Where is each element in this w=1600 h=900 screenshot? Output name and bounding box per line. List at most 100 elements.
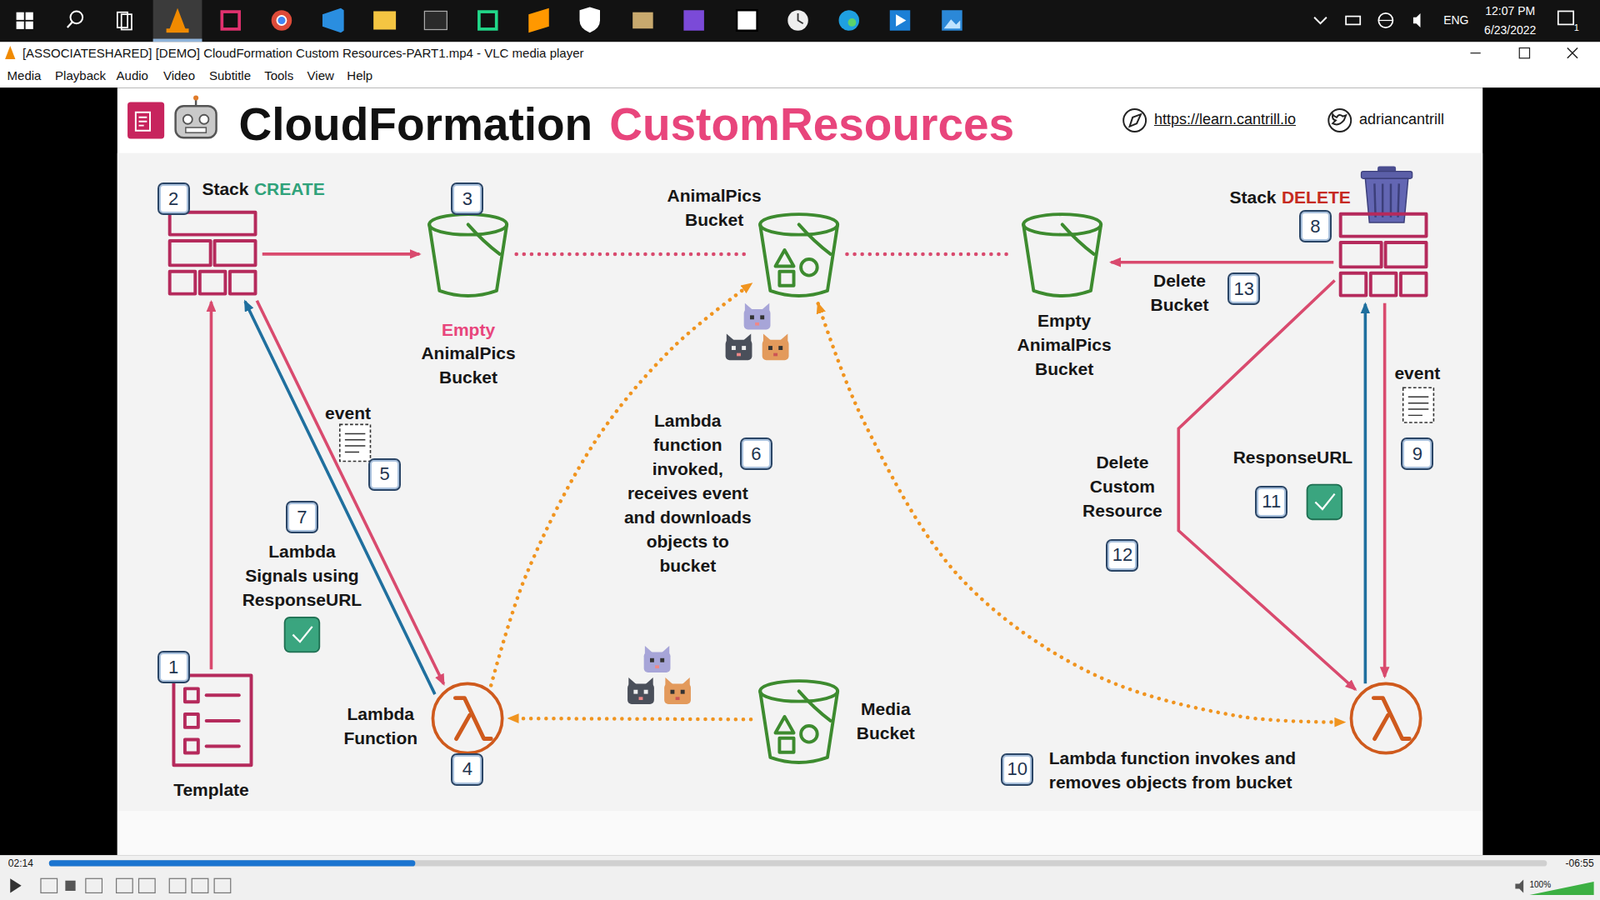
icon-shape xyxy=(429,214,507,296)
slide-logo xyxy=(127,95,217,139)
template-line xyxy=(205,745,239,749)
template-node: Template xyxy=(150,673,273,802)
edge-label: ResponseURL xyxy=(1233,445,1354,470)
template-box xyxy=(185,714,199,728)
lambda-circle xyxy=(432,683,502,753)
stack-cell xyxy=(1370,273,1397,296)
template-icon xyxy=(171,673,254,768)
player-controls xyxy=(0,855,1600,900)
menu-item: Tools xyxy=(264,68,294,84)
link-icons xyxy=(1123,109,1351,132)
node-label: AnimalPics Bucket xyxy=(396,340,540,390)
bucket-square xyxy=(779,271,794,286)
tray-text: ENG xyxy=(1443,13,1469,28)
bucket-body xyxy=(1023,224,1101,296)
template-line xyxy=(205,694,239,698)
callout-number: 1 xyxy=(157,650,190,684)
callout-number: 10 xyxy=(1000,753,1034,786)
lambda-circle xyxy=(1350,683,1420,753)
node-label: Template xyxy=(150,777,273,802)
menu-item: Playback xyxy=(55,68,106,84)
callout-number: 6 xyxy=(740,437,773,470)
dotted-connector xyxy=(846,252,1014,257)
node-label: Media Bucket xyxy=(835,696,937,745)
icon-shape xyxy=(169,212,255,295)
bucket-icon xyxy=(755,209,843,300)
bucket-circle xyxy=(800,259,818,276)
stack-icon xyxy=(166,209,259,297)
callout-number: 9 xyxy=(1400,437,1434,470)
stack-cell xyxy=(169,271,195,295)
lambda-node: Lambda Function xyxy=(330,681,505,755)
clock-date: 6/23/2022 xyxy=(1484,23,1536,38)
arrow-connector xyxy=(1110,260,1334,265)
bucket-icon xyxy=(755,675,843,766)
icon-shape xyxy=(1340,214,1427,296)
node-label: Empty xyxy=(396,317,540,342)
bucket-node: AnimalPics Bucket xyxy=(648,183,844,299)
node-label: CREATE xyxy=(254,176,325,201)
menu-item: Video xyxy=(163,68,195,84)
callout-number: 8 xyxy=(1299,210,1332,243)
stack-cell xyxy=(1340,242,1382,267)
node-label: Stack xyxy=(201,176,249,201)
notification-count: 1 xyxy=(1574,22,1580,34)
template-box xyxy=(185,689,199,703)
edge-label: Delete Bucket xyxy=(1136,268,1223,317)
bucket-node: EmptyAnimalPics Bucket xyxy=(396,209,540,390)
template-line xyxy=(205,719,239,723)
bucket-handle xyxy=(799,690,831,721)
stack-cell xyxy=(214,240,255,265)
arrow-connector xyxy=(1383,303,1387,677)
callout-number: 2 xyxy=(157,182,190,215)
bucket-square xyxy=(779,737,794,752)
edge-label: event xyxy=(1394,360,1440,385)
lambda-glyph xyxy=(455,698,491,740)
bucket-circle xyxy=(800,725,818,743)
bucket-handle xyxy=(1062,224,1095,255)
bucket-node: Media Bucket xyxy=(755,675,937,766)
stack-icon xyxy=(1337,210,1430,299)
menu-item: Media xyxy=(7,68,42,84)
lambda-icon xyxy=(430,681,505,755)
callout-number: 3 xyxy=(450,182,484,215)
template-frame xyxy=(173,675,251,766)
node-label: DELETE xyxy=(1281,185,1351,210)
node-label: Stack xyxy=(1230,185,1277,210)
bucket-body xyxy=(760,690,838,763)
stack-cell xyxy=(199,271,225,295)
bucket-node: Empty AnimalPics Bucket xyxy=(998,209,1131,381)
lambda-icon xyxy=(1349,681,1423,755)
dotted-connector xyxy=(818,303,1345,722)
icon-shape xyxy=(173,675,251,766)
menu-item: View xyxy=(307,68,335,84)
node-label: Empty AnimalPics Bucket xyxy=(998,308,1131,381)
window-title-bar xyxy=(0,41,1600,88)
twitter-handle: adriancantrill xyxy=(1359,110,1445,129)
remaining-time: -06:55 xyxy=(1565,857,1595,870)
callout-number: 12 xyxy=(1105,539,1139,572)
node-label: Lambda function invokes and removes obje… xyxy=(1049,745,1330,795)
stack-cell xyxy=(1385,242,1427,267)
arrow-connector xyxy=(245,301,435,695)
volume-level: 100% xyxy=(1530,880,1552,890)
check-icon xyxy=(285,485,1343,653)
dotted-connector xyxy=(509,718,751,720)
bucket-body xyxy=(429,224,507,296)
callout-number: 13 xyxy=(1227,272,1260,305)
callout-number: 4 xyxy=(450,753,484,786)
menu-item: Help xyxy=(346,68,373,84)
callout-number: 5 xyxy=(368,458,401,491)
arrow-connector xyxy=(1364,304,1368,685)
cat-pictures xyxy=(627,303,789,705)
menu-item: Audio xyxy=(116,68,149,84)
edge-label: Delete Custom Resource xyxy=(1073,450,1172,523)
bucket-handle xyxy=(799,224,831,255)
stack-node: StackCREATE xyxy=(166,176,325,297)
dotted-connector xyxy=(516,252,750,257)
clock-time: 12:07 PM xyxy=(1485,4,1535,19)
arrow-connector xyxy=(210,301,214,670)
lambda-node: Lambda function invokes and removes obje… xyxy=(1049,681,1423,795)
icon-shape xyxy=(760,214,838,296)
bucket-triangle xyxy=(775,250,795,267)
